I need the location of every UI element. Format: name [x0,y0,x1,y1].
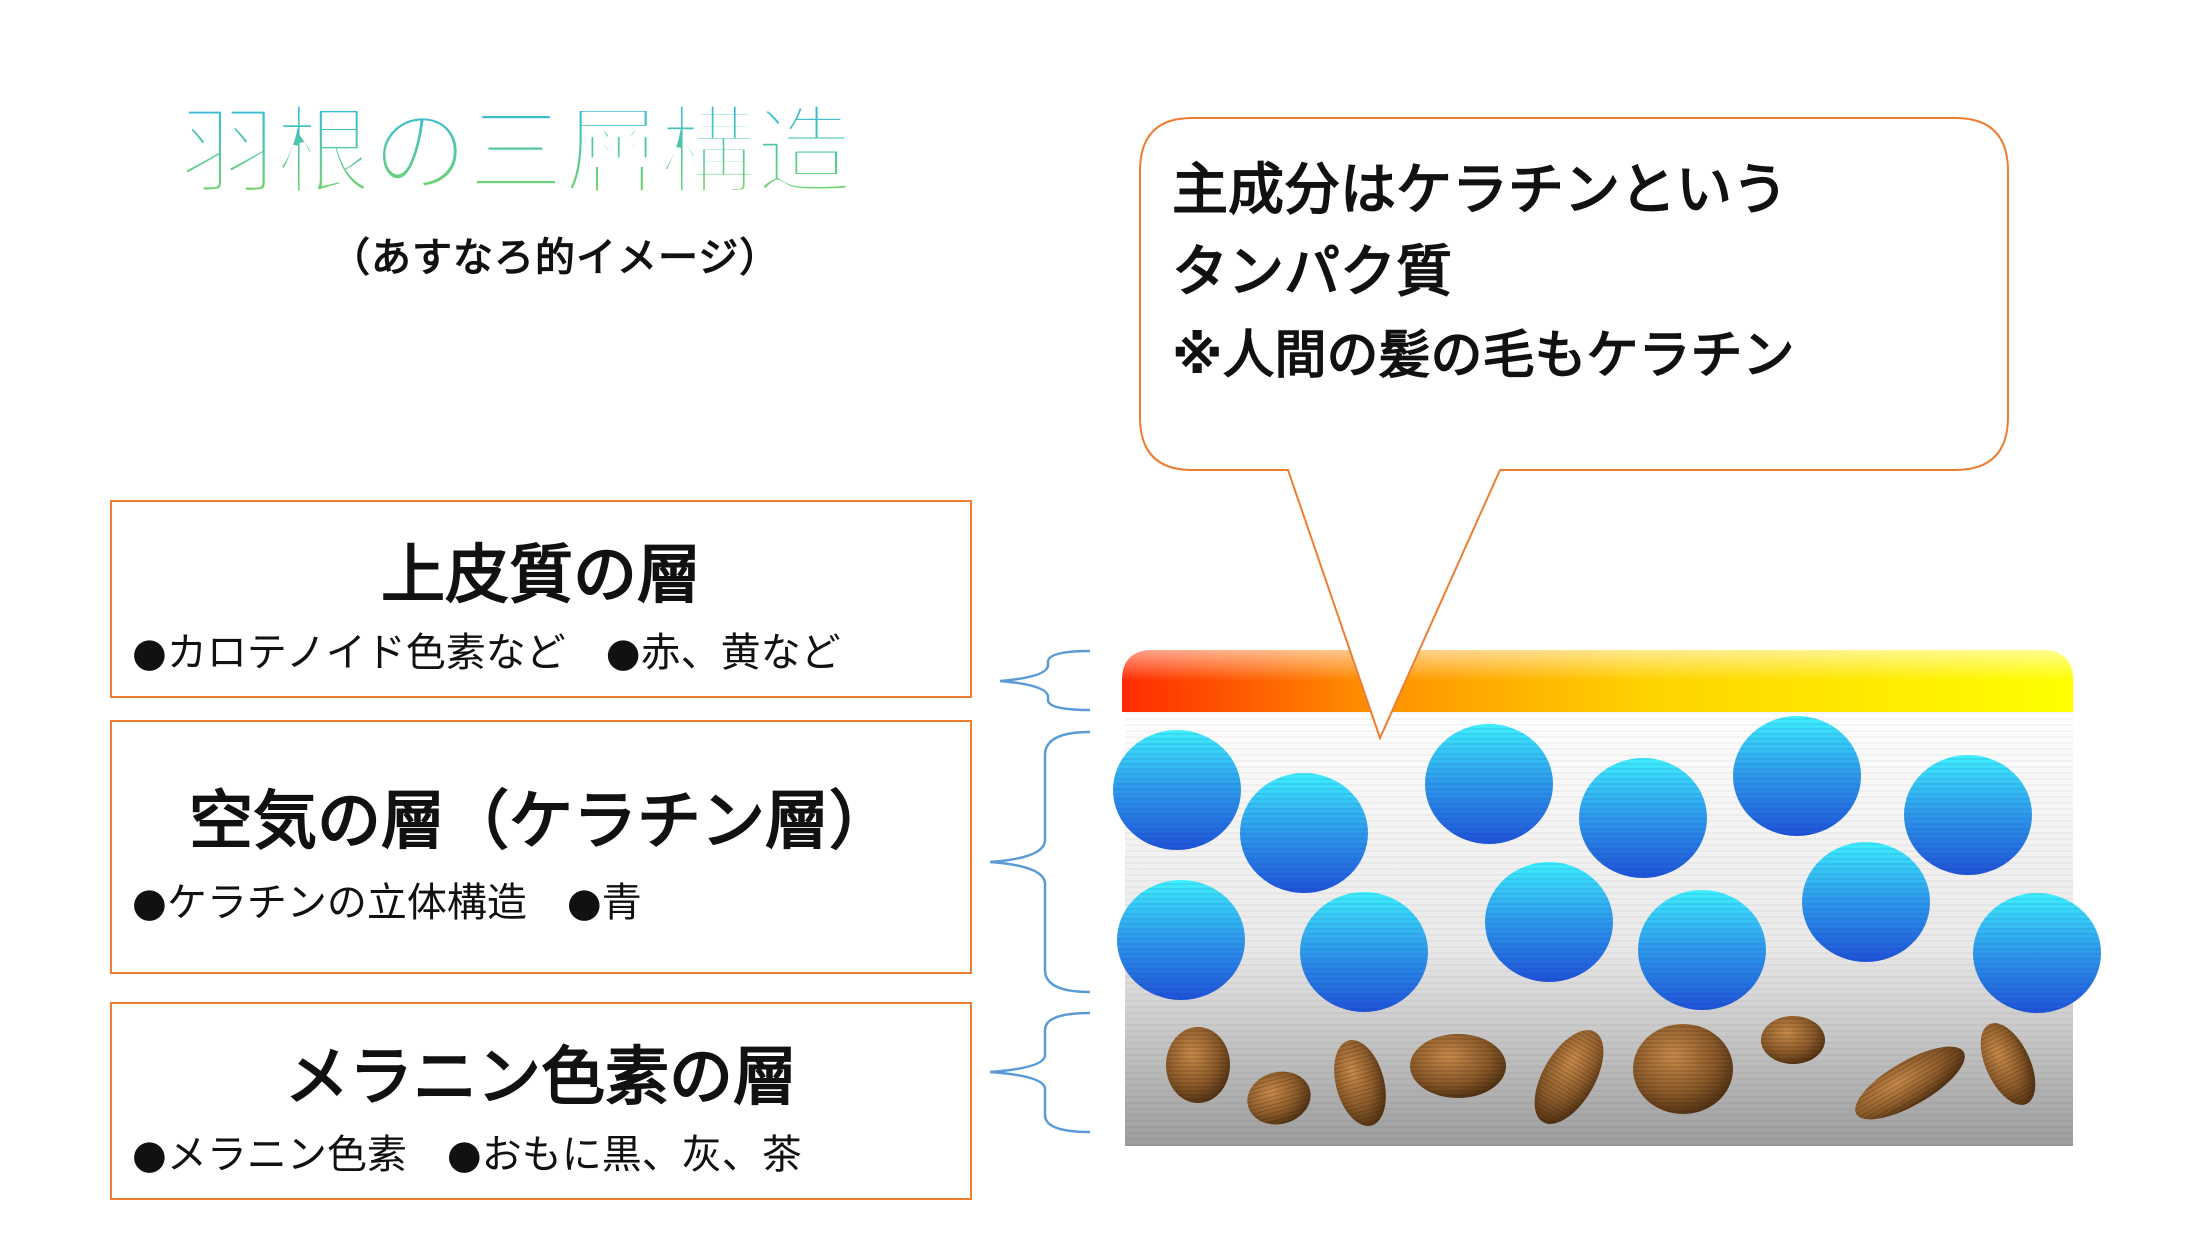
callout-note: ※人間の髪の毛もケラチン [1172,326,1795,386]
callout-line1: 主成分はケラチンという [1172,158,1788,223]
layer-box-melanin: メラニン色素の層 ●メラニン色素 ●おもに黒、灰、茶 [110,1002,972,1200]
layer-title: 空気の層（ケラチン層） [189,785,893,859]
keratin-air-spheres [1113,716,2101,1013]
layer-desc: ●カロテノイド色素など ●赤、黄など [132,630,841,676]
subtitle: （あすなろ的イメージ） [330,235,781,281]
layer-desc: ●メラニン色素 ●おもに黒、灰、茶 [132,1132,802,1178]
callout-line2: タンパク質 [1172,240,1452,305]
callout-bubble [1139,117,2009,741]
melanin-granules [1166,1016,2036,1126]
layer-box-epidermis: 上皮質の層 ●カロテノイド色素など ●赤、黄など [110,500,972,698]
callout-text: 主成分はケラチンという タンパク質 ※人間の髪の毛もケラチン [1172,150,1795,396]
title-text: 羽根の三層構造 [180,96,852,208]
layer-title: 上皮質の層 [381,539,701,613]
layer-box-air: 空気の層（ケラチン層） ●ケラチンの立体構造 ●青 [110,720,972,974]
layer-title: メラニン色素の層 [285,1041,797,1115]
layer-desc: ●ケラチンの立体構造 ●青 [132,880,642,926]
main-title: 羽根の三層構造 [180,95,853,209]
bracket-melanin [989,1011,1091,1134]
bracket-epidermis [999,649,1091,712]
bracket-air [989,730,1091,994]
